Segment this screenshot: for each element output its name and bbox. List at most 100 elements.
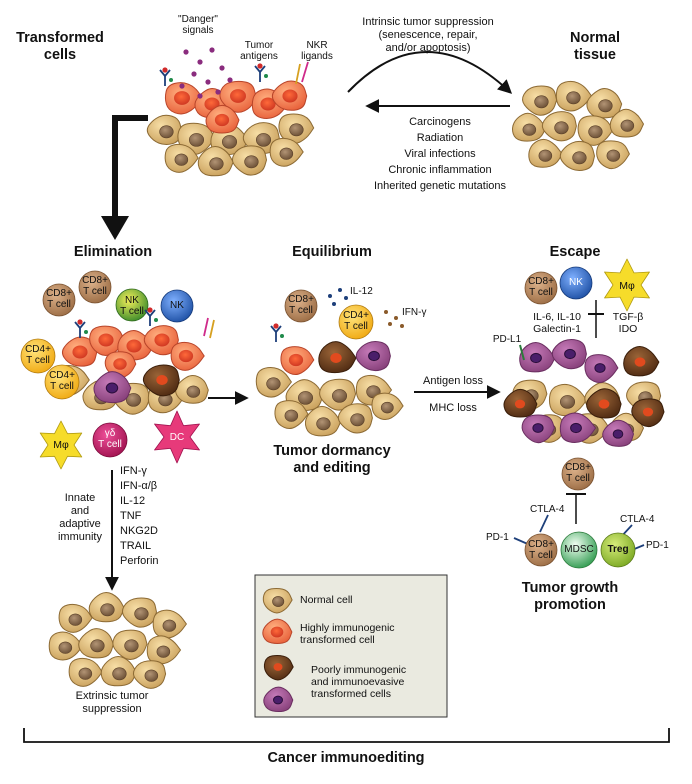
title-elimination: Elimination bbox=[73, 244, 153, 260]
normal-cell bbox=[555, 80, 593, 112]
cytokine-item: NKG2D bbox=[120, 525, 158, 537]
cytokine-item: TNF bbox=[120, 510, 142, 522]
il12-dot bbox=[338, 288, 342, 292]
ifng-dot bbox=[384, 310, 388, 314]
legend-high-label: Highly immunogenic transformed cell bbox=[300, 622, 395, 646]
esc-cd8-bot-label: CD8+ T cell bbox=[528, 539, 554, 561]
cytokine-item: Perforin bbox=[120, 555, 159, 567]
normal-cell bbox=[231, 145, 268, 176]
purple-cell bbox=[263, 686, 294, 713]
title-dormancy: Tumor dormancy and editing bbox=[273, 443, 391, 476]
elim-cd4-b-label: CD4+ T cell bbox=[49, 370, 75, 392]
pdl1-pointer bbox=[519, 344, 525, 361]
dendritic-cell-shape bbox=[154, 410, 200, 464]
normal-cell bbox=[132, 660, 167, 689]
cd4-cell bbox=[338, 304, 374, 340]
cytokine-item: TRAIL bbox=[120, 540, 152, 552]
elim-gd-label: γδ T cell bbox=[98, 428, 122, 450]
esc-cd8-label: CD8+ T cell bbox=[528, 276, 554, 298]
purple-cell bbox=[602, 419, 635, 447]
cd8-cell bbox=[524, 271, 558, 305]
dark-cell bbox=[623, 345, 660, 377]
danger-signal-dot bbox=[183, 49, 189, 55]
antigen-receptor bbox=[74, 319, 88, 338]
cytokine-item: IL-12 bbox=[120, 495, 146, 507]
ctla4-a-label: CTLA-4 bbox=[530, 504, 565, 515]
nkt-cell bbox=[115, 288, 149, 322]
normal-cell bbox=[609, 108, 645, 138]
intrinsic-arc-arrow bbox=[347, 51, 513, 94]
esc-mphi-label: Mφ bbox=[619, 280, 635, 292]
innate-adaptive-label: Innate and adaptive immunity bbox=[57, 492, 102, 543]
danger-signal-dot bbox=[205, 79, 211, 85]
dark-cell bbox=[631, 398, 665, 428]
antigen-receptor bbox=[144, 307, 158, 326]
cause-item: Carcinogens bbox=[409, 116, 471, 128]
cause-item: Viral infections bbox=[404, 148, 476, 160]
cd4-cell bbox=[44, 364, 80, 400]
elbow-arrow bbox=[112, 115, 148, 222]
cd4-cell bbox=[20, 338, 56, 374]
cytokine-item: IFN-γ bbox=[120, 465, 147, 477]
normal-cell bbox=[548, 383, 588, 417]
normal-cell bbox=[337, 403, 373, 434]
extrinsic-suppression-label: Extrinsic tumor suppression bbox=[75, 690, 149, 715]
danger-signal-dot bbox=[179, 83, 185, 89]
high-cell bbox=[143, 325, 179, 356]
ctla4-line-a bbox=[539, 514, 549, 533]
normal-cell bbox=[88, 591, 125, 623]
cytokine-list: IFN-γ IFN-α/β IL-12 TNF NKG2D TRAIL Perf… bbox=[120, 465, 180, 570]
tgf-label: TGF-β IDO bbox=[612, 311, 644, 335]
legend-normal-label: Normal cell bbox=[300, 594, 353, 606]
dark-cell bbox=[503, 388, 538, 418]
normal-cell bbox=[319, 378, 357, 411]
danger-signal-dot bbox=[215, 89, 221, 95]
title-immunoediting: Cancer immunoediting bbox=[267, 750, 425, 766]
purple-cell bbox=[551, 339, 587, 370]
normal-cell bbox=[262, 587, 293, 614]
title-growth: Tumor growth promotion bbox=[521, 580, 619, 613]
normal-cell bbox=[269, 137, 304, 167]
normal-cell bbox=[58, 603, 93, 633]
purple-cell bbox=[93, 371, 132, 404]
normal-cell bbox=[528, 138, 563, 168]
elim-cd4-a-label: CD4+ T cell bbox=[25, 344, 51, 366]
macrophage-shape bbox=[604, 258, 650, 312]
elim-nkt-label: NK T cell bbox=[120, 295, 144, 317]
cd8-cell bbox=[284, 289, 318, 323]
il12-label: IL-12 bbox=[350, 286, 373, 297]
esc-nk-label: NK bbox=[569, 277, 583, 288]
cd8-cell bbox=[78, 270, 112, 304]
normal-cell bbox=[304, 405, 342, 437]
macrophage-shape bbox=[39, 420, 83, 470]
normal-cell bbox=[522, 85, 558, 116]
nk-cell bbox=[559, 266, 593, 300]
elim-mphi-label: Mφ bbox=[53, 439, 69, 451]
il12-dot bbox=[328, 294, 332, 298]
cd8-cell bbox=[561, 457, 595, 491]
pdl1-label: PD-L1 bbox=[492, 334, 522, 345]
cd8-cell bbox=[42, 283, 76, 317]
il12-dot bbox=[332, 302, 336, 306]
immunoediting-bracket bbox=[23, 728, 670, 743]
high-cell bbox=[271, 80, 308, 111]
title-equilibrium: Equilibrium bbox=[292, 244, 372, 260]
normal-cell bbox=[175, 375, 209, 404]
nkr-ligand bbox=[301, 61, 309, 83]
tumor-antigens-label: Tumor antigens bbox=[240, 40, 278, 62]
cytokine-item: IFN-α/β bbox=[120, 480, 158, 492]
danger-signal-dot bbox=[197, 59, 203, 65]
normal-cell bbox=[78, 628, 114, 659]
ctla4-b-label: CTLA-4 bbox=[620, 514, 655, 525]
title-escape: Escape bbox=[549, 244, 601, 260]
danger-signal-dot bbox=[219, 65, 225, 71]
normal-cell bbox=[559, 140, 596, 172]
high-cell bbox=[164, 82, 204, 115]
gd-t-cell bbox=[92, 422, 128, 458]
high-cell bbox=[280, 346, 315, 376]
pd1-a-label: PD-1 bbox=[486, 532, 509, 543]
cause-item: Inherited genetic mutations bbox=[373, 180, 507, 192]
pd1-b-label: PD-1 bbox=[646, 540, 669, 551]
dark-cell bbox=[586, 388, 622, 419]
